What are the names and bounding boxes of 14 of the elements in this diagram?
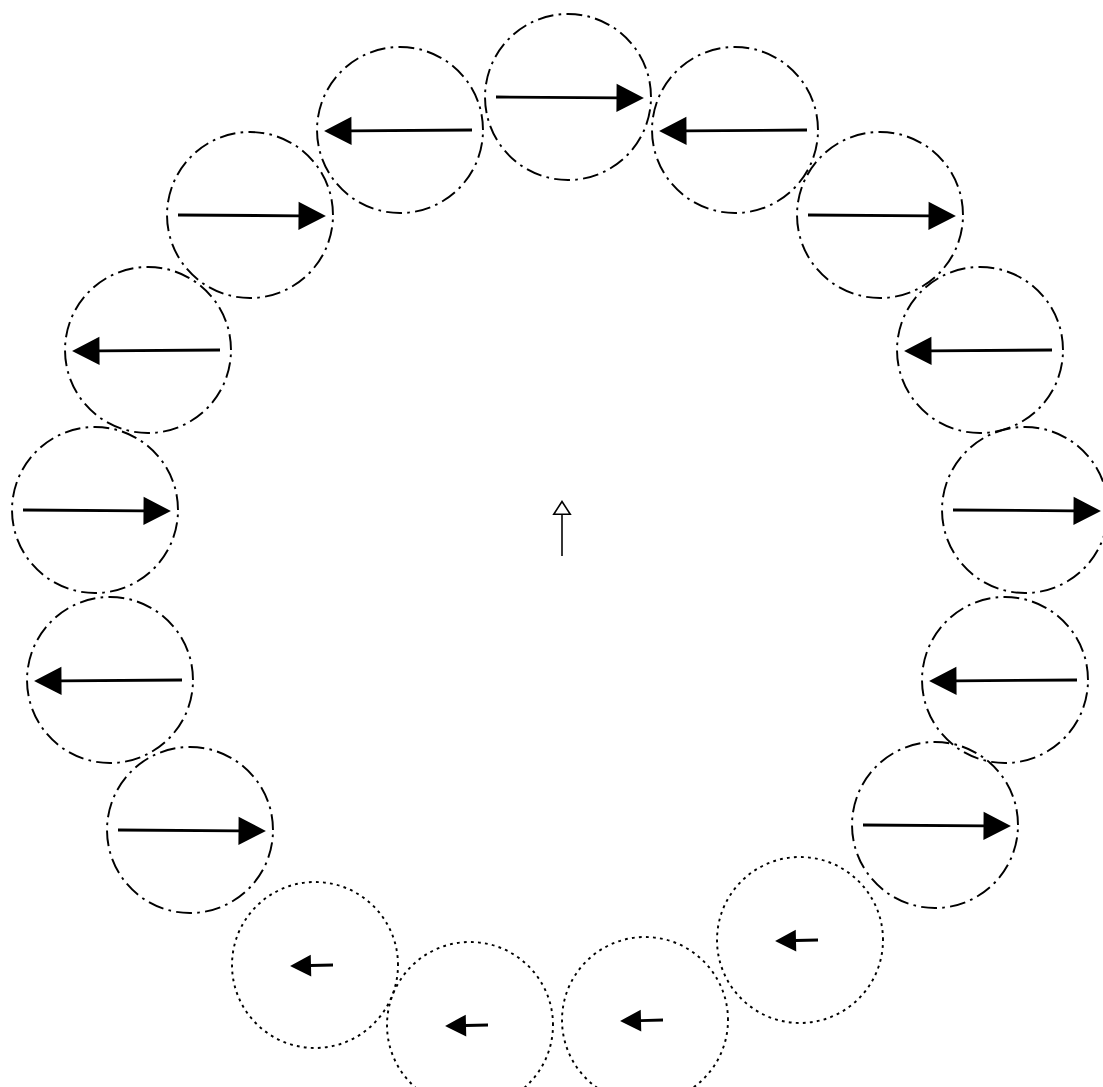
- circle: [796, 131, 964, 299]
- circle: [896, 266, 1064, 434]
- circle: [106, 746, 274, 914]
- circle: [484, 13, 652, 181]
- circle: [64, 266, 232, 434]
- circle: [716, 856, 884, 1024]
- circle: [651, 46, 819, 214]
- circle: [921, 596, 1089, 764]
- circle: [11, 426, 179, 594]
- circle: [231, 881, 399, 1049]
- circle: [316, 46, 484, 214]
- circle: [851, 741, 1019, 909]
- circle: [166, 131, 334, 299]
- circle: [26, 596, 194, 764]
